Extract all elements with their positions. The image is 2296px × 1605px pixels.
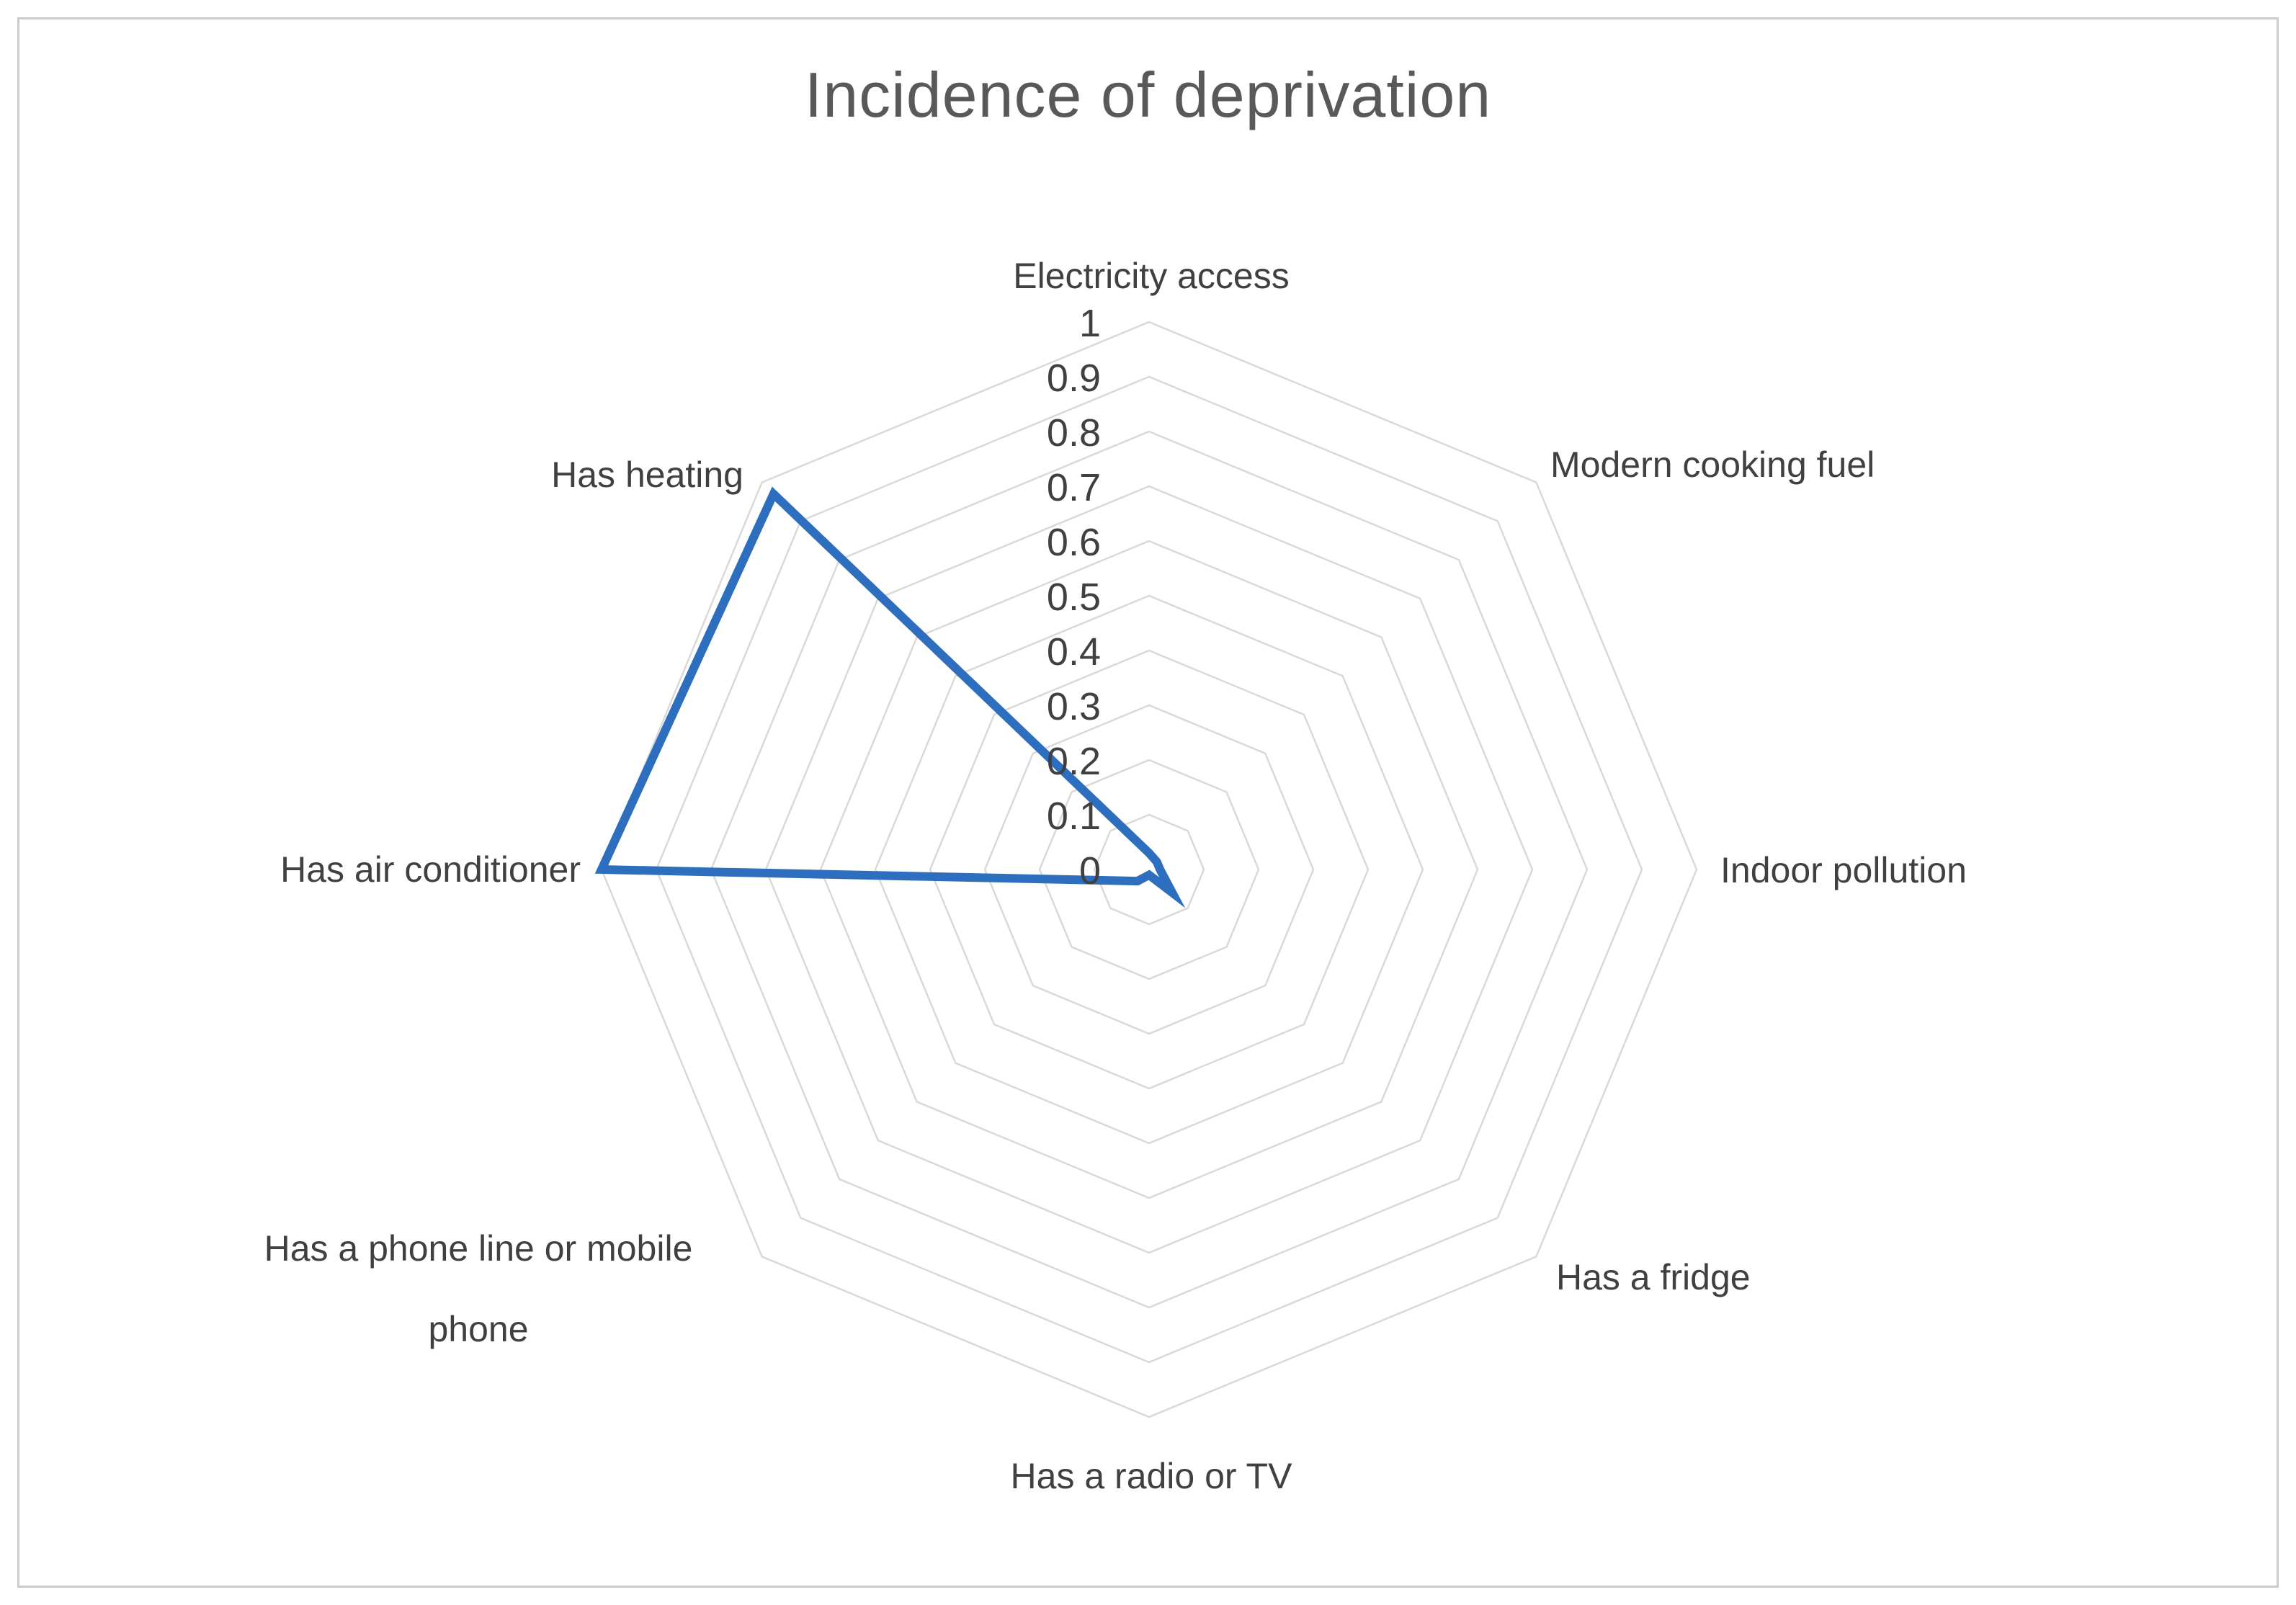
radial-tick-label-1: 1 — [1079, 302, 1101, 345]
category-label-5: phone — [428, 1309, 528, 1349]
radial-tick-label-0.6: 0.6 — [1047, 521, 1101, 564]
category-label-1: Modern cooking fuel — [1550, 444, 1875, 485]
grid-ring-1 — [1093, 813, 1205, 926]
category-label-0: Electricity access — [1013, 256, 1289, 296]
grid-ring-8 — [710, 430, 1589, 1309]
category-label-3: Has a fridge — [1556, 1257, 1751, 1297]
grid-ring-7 — [764, 485, 1534, 1254]
radial-tick-label-0.4: 0.4 — [1047, 630, 1101, 674]
radial-tick-label-0.1: 0.1 — [1047, 795, 1101, 838]
grid-ring-9 — [655, 375, 1643, 1364]
radial-tick-label-0.8: 0.8 — [1047, 411, 1101, 455]
radial-tick-label-0.5: 0.5 — [1047, 576, 1101, 619]
grid-ring-3 — [983, 704, 1315, 1035]
grid-ring-2 — [1038, 759, 1260, 980]
data-polygon-incidence — [594, 486, 1186, 908]
category-label-7: Has heating — [551, 455, 743, 495]
grid-ring-4 — [929, 649, 1370, 1090]
radial-tick-label-0.3: 0.3 — [1047, 685, 1101, 728]
chart-border-frame — [17, 17, 2279, 1588]
radial-tick-label-0.2: 0.2 — [1047, 740, 1101, 783]
category-label-4: Has a radio or TV — [1011, 1456, 1293, 1496]
category-label-5: Has a phone line or mobile — [264, 1228, 693, 1269]
radial-tick-label-0.7: 0.7 — [1047, 466, 1101, 509]
radial-tick-label-0.9: 0.9 — [1047, 357, 1101, 400]
grid-ring-6 — [819, 540, 1479, 1199]
category-label-2: Indoor pollution — [1720, 850, 1967, 890]
radial-tick-label-0: 0 — [1079, 849, 1101, 893]
grid-ring-10 — [600, 321, 1698, 1418]
category-label-6: Has air conditioner — [280, 849, 581, 890]
grid-ring-5 — [874, 594, 1424, 1145]
chart-title: Incidence of deprivation — [804, 59, 1492, 130]
